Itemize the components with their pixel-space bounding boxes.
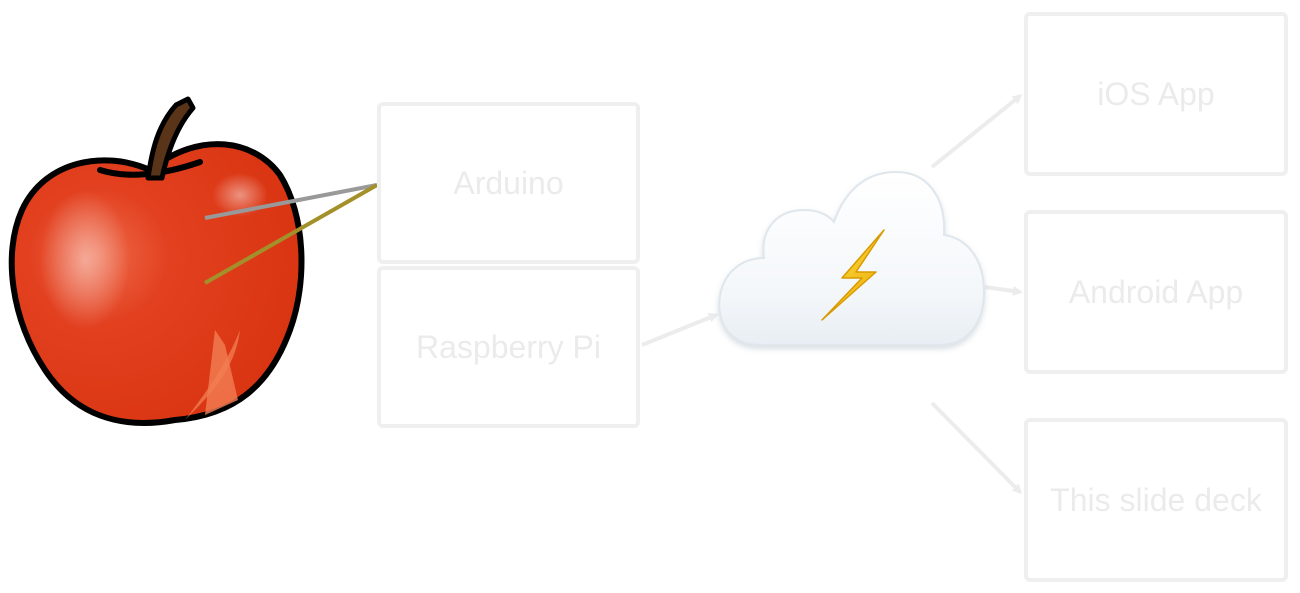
gray-wire bbox=[204, 183, 378, 220]
ios-app-label: iOS App bbox=[1097, 75, 1215, 112]
android-app-label: Android App bbox=[1068, 273, 1244, 310]
raspberry-pi-label: Raspberry Pi bbox=[416, 328, 601, 365]
lightning-bolt-icon bbox=[821, 229, 885, 321]
slide-deck-box: This slide deck bbox=[1024, 418, 1288, 582]
arduino-label: Arduino bbox=[453, 164, 564, 201]
arrow-cloud-to-ios bbox=[930, 94, 1023, 169]
olive-wire bbox=[204, 183, 378, 285]
slide-deck-label: This slide deck bbox=[1050, 481, 1262, 518]
arrow-cloud-to-android bbox=[984, 285, 1023, 296]
arrow-raspberry-to-cloud bbox=[641, 312, 719, 347]
cloud-icon bbox=[718, 170, 986, 346]
apple-icon bbox=[8, 96, 305, 426]
android-app-box: Android App bbox=[1024, 210, 1288, 374]
ios-app-box: iOS App bbox=[1024, 12, 1288, 176]
raspberry-pi-box: Raspberry Pi bbox=[377, 266, 640, 428]
arduino-box: Arduino bbox=[377, 102, 640, 264]
arrow-cloud-to-slides bbox=[930, 401, 1023, 495]
